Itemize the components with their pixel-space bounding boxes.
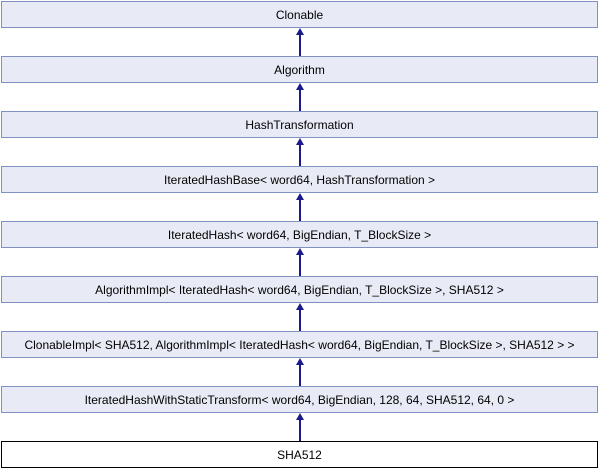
inheritance-arrow — [295, 358, 305, 386]
inheritance-arrow — [295, 83, 305, 111]
class-node-algorithmimpl[interactable]: AlgorithmImpl< IteratedHash< word64, Big… — [1, 276, 598, 303]
inheritance-arrow — [295, 193, 305, 221]
arrowhead-up-icon — [296, 28, 304, 35]
class-node-clonable[interactable]: Clonable — [1, 1, 598, 28]
class-node-clonableimpl[interactable]: ClonableImpl< SHA512, AlgorithmImpl< Ite… — [1, 331, 598, 358]
inheritance-arrow — [295, 303, 305, 331]
arrowhead-up-icon — [296, 303, 304, 310]
class-node-sha512: SHA512 — [1, 441, 598, 468]
arrow-shaft — [299, 35, 301, 56]
inheritance-arrow — [295, 28, 305, 56]
arrow-shaft — [299, 365, 301, 386]
arrowhead-up-icon — [296, 413, 304, 420]
class-node-iteratedhashbase[interactable]: IteratedHashBase< word64, HashTransforma… — [1, 166, 598, 193]
arrowhead-up-icon — [296, 358, 304, 365]
inheritance-arrow — [295, 413, 305, 441]
class-node-hashtransformation[interactable]: HashTransformation — [1, 111, 598, 138]
arrow-shaft — [299, 90, 301, 111]
class-node-algorithm[interactable]: Algorithm — [1, 56, 598, 83]
arrow-shaft — [299, 255, 301, 276]
arrowhead-up-icon — [296, 248, 304, 255]
class-node-iteratedhash[interactable]: IteratedHash< word64, BigEndian, T_Block… — [1, 221, 598, 248]
class-node-iteratedhashwithstatictransform[interactable]: IteratedHashWithStaticTransform< word64,… — [1, 386, 598, 413]
arrowhead-up-icon — [296, 193, 304, 200]
arrow-shaft — [299, 200, 301, 221]
arrowhead-up-icon — [296, 83, 304, 90]
arrow-shaft — [299, 145, 301, 166]
inheritance-arrow — [295, 248, 305, 276]
inheritance-arrow — [295, 138, 305, 166]
arrow-shaft — [299, 420, 301, 441]
arrow-shaft — [299, 310, 301, 331]
arrowhead-up-icon — [296, 138, 304, 145]
